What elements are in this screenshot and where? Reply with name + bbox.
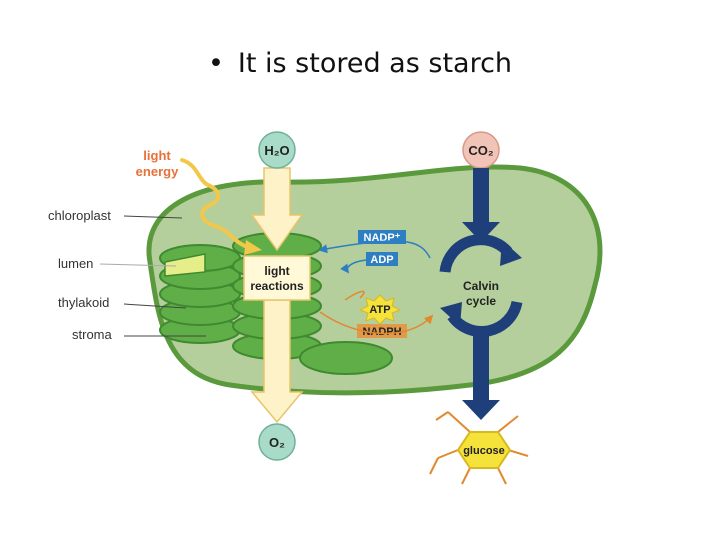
- light-reactions-box: [243, 255, 311, 301]
- title-text: It is stored as starch: [237, 48, 513, 79]
- light-reactions-label-2: reactions: [250, 279, 304, 293]
- o2-label: O₂: [269, 435, 285, 450]
- glucose-label: glucose: [463, 445, 505, 457]
- adp-label: ADP: [370, 254, 393, 266]
- chloroplast-label: chloroplast: [48, 208, 111, 223]
- atp-forward-arrow: [344, 290, 365, 301]
- atp-label: ATP: [369, 304, 390, 316]
- co2-to-glucose-arrow-top: [462, 168, 500, 242]
- light-reactions-label-1: light: [264, 264, 289, 278]
- chloroplast-leader: [123, 215, 183, 219]
- h2o-label: H₂O: [264, 143, 289, 158]
- nadph-label: NADPH: [362, 326, 401, 338]
- calvin-label-1: Calvin: [463, 279, 499, 293]
- slide-title: • It is stored as starch: [0, 48, 720, 79]
- o2-circle: [258, 423, 296, 461]
- nadph-box: [357, 324, 407, 338]
- light-energy-label-2: energy: [136, 164, 179, 179]
- stroma-lamella: [299, 341, 393, 375]
- adp-box: [366, 252, 398, 266]
- lumen-cutaway: [164, 253, 206, 277]
- lumen-leader: [99, 263, 177, 267]
- co2-label: CO₂: [468, 143, 494, 158]
- calvin-cycle-ring: [439, 234, 523, 337]
- title-bullet: •: [207, 48, 224, 79]
- co2-to-glucose-arrow-bottom: [462, 328, 500, 420]
- glucose-molecule: [429, 411, 529, 485]
- thylakoid-leader: [123, 303, 187, 309]
- adp-return-arrow: [340, 259, 367, 274]
- calvin-label-2: cycle: [466, 294, 496, 308]
- light-energy-wave: [180, 158, 252, 250]
- nadph-forward-arrow: [319, 311, 434, 335]
- stroma-label: stroma: [72, 327, 113, 342]
- lumen-label: lumen: [58, 256, 93, 271]
- nadp-return-arrow: [318, 240, 431, 259]
- light-energy-label-1: light: [143, 148, 171, 163]
- water-to-oxygen-arrow: [250, 167, 304, 252]
- thylakoid-label: thylakoid: [58, 295, 109, 310]
- h2o-circle: [258, 131, 296, 169]
